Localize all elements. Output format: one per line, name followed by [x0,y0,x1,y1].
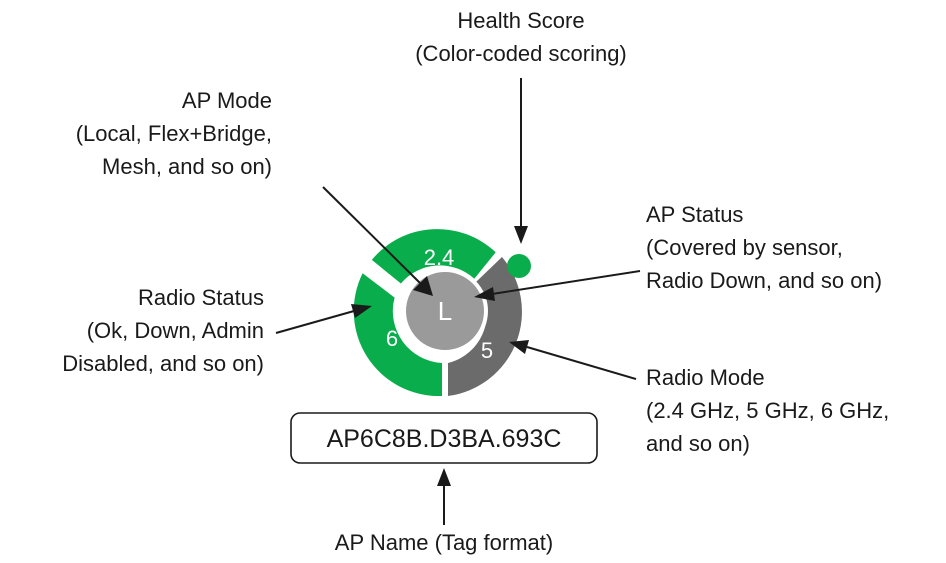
segment-2-4-text: 2.4 [424,245,455,270]
ap-name-caption: AP Name (Tag format) [335,530,553,555]
arrow-ap-status [474,270,641,301]
ap-name-caption-line-1: AP Name (Tag format) [335,530,553,555]
arrow-ap-name [437,468,451,525]
arrow-radio-status [275,304,372,334]
radio-status-label-line-1: Radio Status [138,285,264,310]
ap-status-label-line-1: AP Status [646,202,743,227]
health-score-dot [507,254,531,278]
radio-status-label-line-3: Disabled, and so on) [62,351,264,376]
radio-segment-2-4 [371,229,496,284]
segment-6-text: 6 [386,326,398,351]
arrow-radio-mode [509,340,637,380]
radio-status-label-line-2: (Ok, Down, Admin [87,318,264,343]
ap-mode-label-line-2: (Local, Flex+Bridge, [76,121,272,146]
ap-mode-label-line-3: Mesh, and so on) [102,154,272,179]
ap-status-label-line-3: Radio Down, and so on) [646,268,882,293]
radio-mode-label: Radio Mode (2.4 GHz, 5 GHz, 6 GHz, and so … [646,365,889,456]
ap-status-icon: 2.4 6 5 L [353,229,531,397]
health-score-label-line-2: (Color-coded scoring) [415,41,627,66]
ap-mode-label: AP Mode (Local, Flex+Bridge, Mesh, and so … [76,88,272,179]
health-score-label-line-1: Health Score [457,8,584,33]
ap-status-label-line-2: (Covered by sensor, [646,235,843,260]
ap-status-label: AP Status (Covered by sensor, Radio Down, … [646,202,882,293]
segment-5-text: 5 [481,338,493,363]
ap-name-text: AP6C8B.D3BA.693C [327,425,562,453]
center-mode-text: L [438,296,452,326]
radio-segment-6 [353,273,442,397]
health-score-label: Health Score (Color-coded scoring) [415,8,627,66]
radio-mode-label-line-2: (2.4 GHz, 5 GHz, 6 GHz, [646,398,889,423]
arrow-health-score [514,78,528,244]
radio-mode-label-line-3: and so on) [646,431,750,456]
ap-mode-label-line-1: AP Mode [182,88,272,113]
ap-name-box: AP6C8B.D3BA.693C [290,412,598,464]
radio-mode-label-line-1: Radio Mode [646,365,765,390]
arrow-ap-mode [322,186,433,296]
